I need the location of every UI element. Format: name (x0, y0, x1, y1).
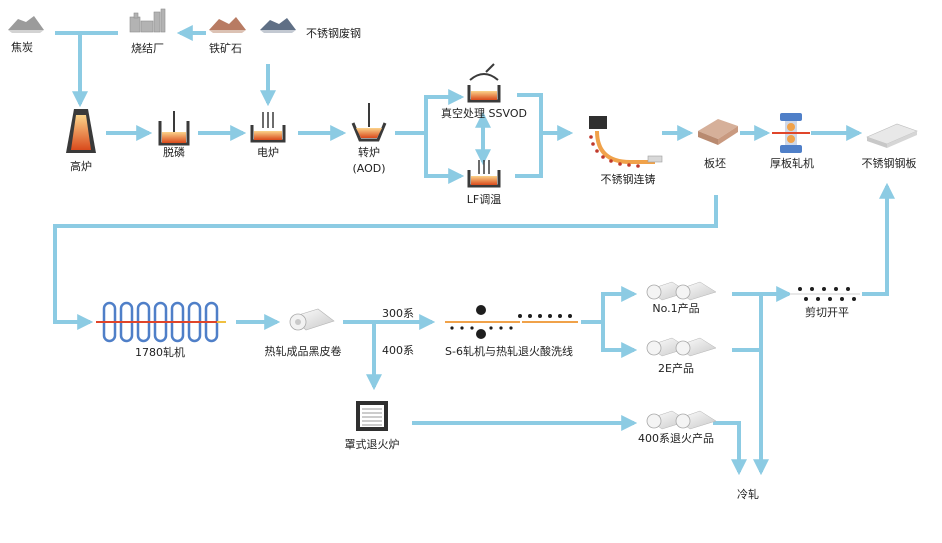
label-electric-furnace: 电炉 (257, 146, 279, 159)
arrow-converter-split (395, 89, 465, 135)
label-bell-annealing: 罩式退火炉 (344, 438, 400, 451)
coke-pile-icon (8, 16, 44, 33)
dephosphorization-ladle-icon (158, 111, 190, 146)
arrow-s6-to-no1 (581, 286, 638, 324)
continuous-caster-icon (589, 116, 663, 168)
sinter-plant-icon (129, 8, 166, 33)
s6-annealing-pickling-line-icon (445, 305, 578, 339)
label-coke: 焦炭 (11, 41, 33, 54)
label-iron-ore: 铁矿石 (209, 42, 242, 55)
label-lf: LF调温 (466, 193, 502, 206)
iron-ore-pile-icon (209, 17, 246, 33)
arrow-slab-to-1780 (53, 195, 718, 330)
flow-arrows (53, 25, 895, 476)
label-cold-rolling: 冷轧 (737, 488, 759, 501)
mill-1780-icon (96, 301, 226, 343)
label-plate-mill: 厚板轧机 (770, 157, 814, 170)
label-shear-flatten: 剪切开平 (805, 306, 849, 319)
label-sinter-plant: 烧结厂 (131, 42, 164, 55)
label-mill-1780: 1780轧机 (135, 346, 185, 359)
label-stainless-plate: 不锈钢钢板 (861, 157, 917, 170)
arrow-vac-to-merge (515, 93, 543, 178)
product-2e-coils-icon (646, 337, 717, 357)
lf-ladle-icon (467, 160, 501, 188)
electric-furnace-icon (250, 112, 286, 143)
label-vacuum-ssvod: 真空处理 SSVOD (441, 107, 527, 120)
stainless-scrap-pile-icon (260, 18, 296, 33)
shear-flatten-line-icon (790, 287, 860, 301)
label-series-300: 300系 (382, 307, 414, 320)
label-blast-furnace: 高炉 (70, 160, 92, 173)
no1-product-coils-icon (646, 281, 717, 301)
label-product-400: 400系退火产品 (638, 432, 714, 445)
bell-annealing-furnace-icon (356, 401, 388, 431)
converter-icon (351, 103, 387, 142)
arrow-2e-to-cold (732, 294, 763, 352)
label-converter: 转炉 (358, 146, 380, 159)
stainless-plate-icon (866, 123, 918, 148)
product-400-coils-icon (646, 410, 717, 430)
plate-mill-icon (772, 113, 810, 153)
slab-icon (698, 119, 738, 145)
label-aod: (AOD) (352, 162, 386, 175)
label-stainless-scrap: 不锈钢废钢 (306, 27, 361, 40)
blast-furnace-icon (66, 109, 96, 153)
label-continuous-casting: 不锈钢连铸 (600, 173, 656, 186)
label-series-400: 400系 (382, 344, 414, 357)
label-slab: 板坯 (704, 157, 726, 170)
label-hot-black-coil: 热轧成品黑皮卷 (264, 345, 342, 358)
arrow-shear-to-plate (862, 182, 895, 296)
arrow-converter-to-lf (424, 133, 465, 184)
label-no1-product: No.1产品 (652, 302, 700, 315)
vacuum-ssvod-icon (467, 63, 501, 103)
hot-rolled-coil-icon (289, 308, 335, 331)
label-dephosphorization: 脱磷 (163, 146, 185, 159)
label-s6-line: S-6轧机与热轧退火酸洗线 (445, 345, 573, 358)
label-product-2e: 2E产品 (658, 362, 694, 375)
arrow-400-to-cold (713, 421, 747, 476)
arrow-s6-to-2e (601, 322, 638, 358)
